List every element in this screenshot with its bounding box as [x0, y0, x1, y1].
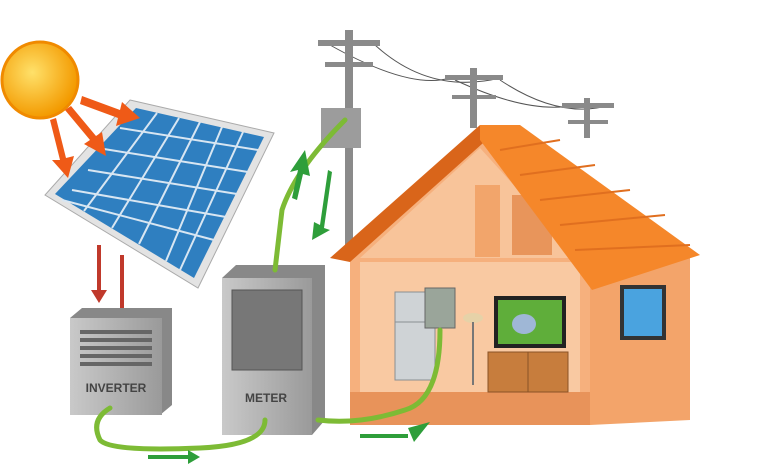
meter: METER [222, 265, 325, 435]
sun [0, 40, 80, 120]
sunlight-arrows [50, 96, 140, 178]
utility-pole [318, 30, 614, 260]
meter-label: METER [245, 391, 287, 405]
house [330, 125, 700, 425]
dc-arrows [91, 245, 124, 315]
flow-arrows [148, 150, 430, 464]
inverter: INVERTER [70, 308, 172, 415]
inverter-label: INVERTER [86, 381, 147, 395]
solar-panel [44, 99, 275, 289]
